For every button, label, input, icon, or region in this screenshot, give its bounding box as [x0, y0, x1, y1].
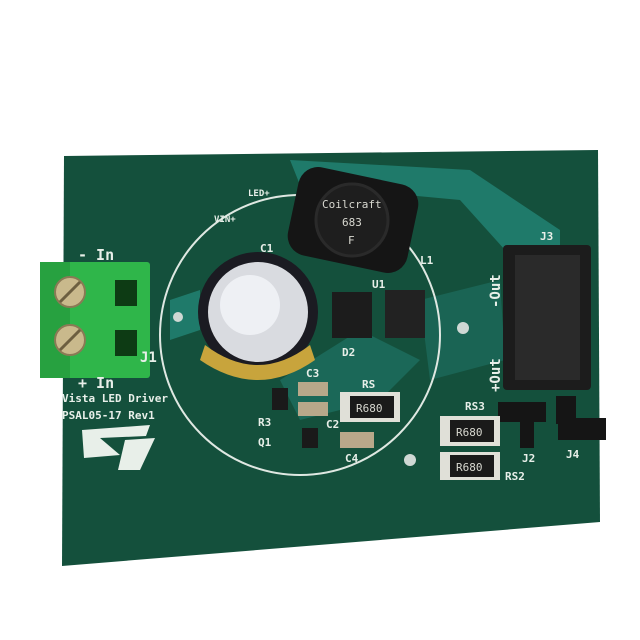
- connector-j3[interactable]: [503, 245, 591, 390]
- inductor-mark: F: [348, 234, 355, 247]
- label-j2: J2: [522, 452, 535, 465]
- capacitor-c4: [340, 432, 374, 448]
- label-in-minus: - In: [78, 246, 114, 264]
- label-j3: J3: [540, 230, 553, 243]
- label-j1: J1: [140, 350, 157, 366]
- label-c2: C2: [326, 418, 339, 431]
- label-out-minus: -Out: [488, 274, 504, 308]
- resistor-r3: [272, 388, 288, 410]
- label-l1: L1: [420, 254, 434, 267]
- inductor-value: 683: [342, 216, 362, 229]
- diode-d2: [332, 292, 372, 338]
- capacitor-c3b: [298, 402, 328, 416]
- st-logo: [82, 425, 155, 470]
- svg-text:R680: R680: [456, 461, 483, 474]
- jumper-pin-j2: [520, 422, 534, 448]
- jumper-j2[interactable]: [498, 402, 546, 422]
- label-c3: C3: [306, 367, 319, 380]
- svg-text:R680: R680: [456, 426, 483, 439]
- label-out-plus: +Out: [488, 358, 504, 392]
- capacitor-c1: [198, 252, 318, 380]
- jumper-pin-j4: [556, 396, 576, 424]
- svg-text:R680: R680: [356, 402, 383, 415]
- label-in-plus: + In: [78, 374, 114, 392]
- ic-u1: [385, 290, 425, 338]
- board-revision: PSAL05-17 Rev1: [62, 409, 155, 422]
- copper-trace: [280, 330, 420, 420]
- transistor-q1: [302, 428, 318, 448]
- inductor-brand: Coilcraft: [322, 198, 382, 211]
- label-rs2: RS2: [505, 470, 525, 483]
- label-led-plus: LED+: [248, 189, 270, 199]
- via: [457, 322, 469, 334]
- capacitor-c3: [298, 382, 328, 396]
- resistor-rs2: R680: [440, 452, 500, 480]
- label-j4: J4: [566, 448, 580, 461]
- label-d2: D2: [342, 346, 355, 359]
- label-vin-plus: VIN+: [214, 215, 236, 225]
- label-r3: R3: [258, 416, 271, 429]
- label-q1: Q1: [258, 436, 272, 449]
- via: [404, 454, 416, 466]
- label-rs: RS: [362, 378, 375, 391]
- copper-trace: [170, 290, 200, 340]
- resistor-rs3: R680: [440, 416, 500, 446]
- board-title: Vista LED Driver: [62, 392, 168, 405]
- label-rs3: RS3: [465, 400, 485, 413]
- via: [173, 312, 183, 322]
- label-u1: U1: [372, 278, 386, 291]
- resistor-rs: R680: [340, 392, 400, 422]
- terminal-block-j1[interactable]: [40, 262, 150, 378]
- label-c4: C4: [345, 452, 359, 465]
- inductor-l1: Coilcraft 683 F: [287, 167, 419, 273]
- label-c1: C1: [260, 242, 274, 255]
